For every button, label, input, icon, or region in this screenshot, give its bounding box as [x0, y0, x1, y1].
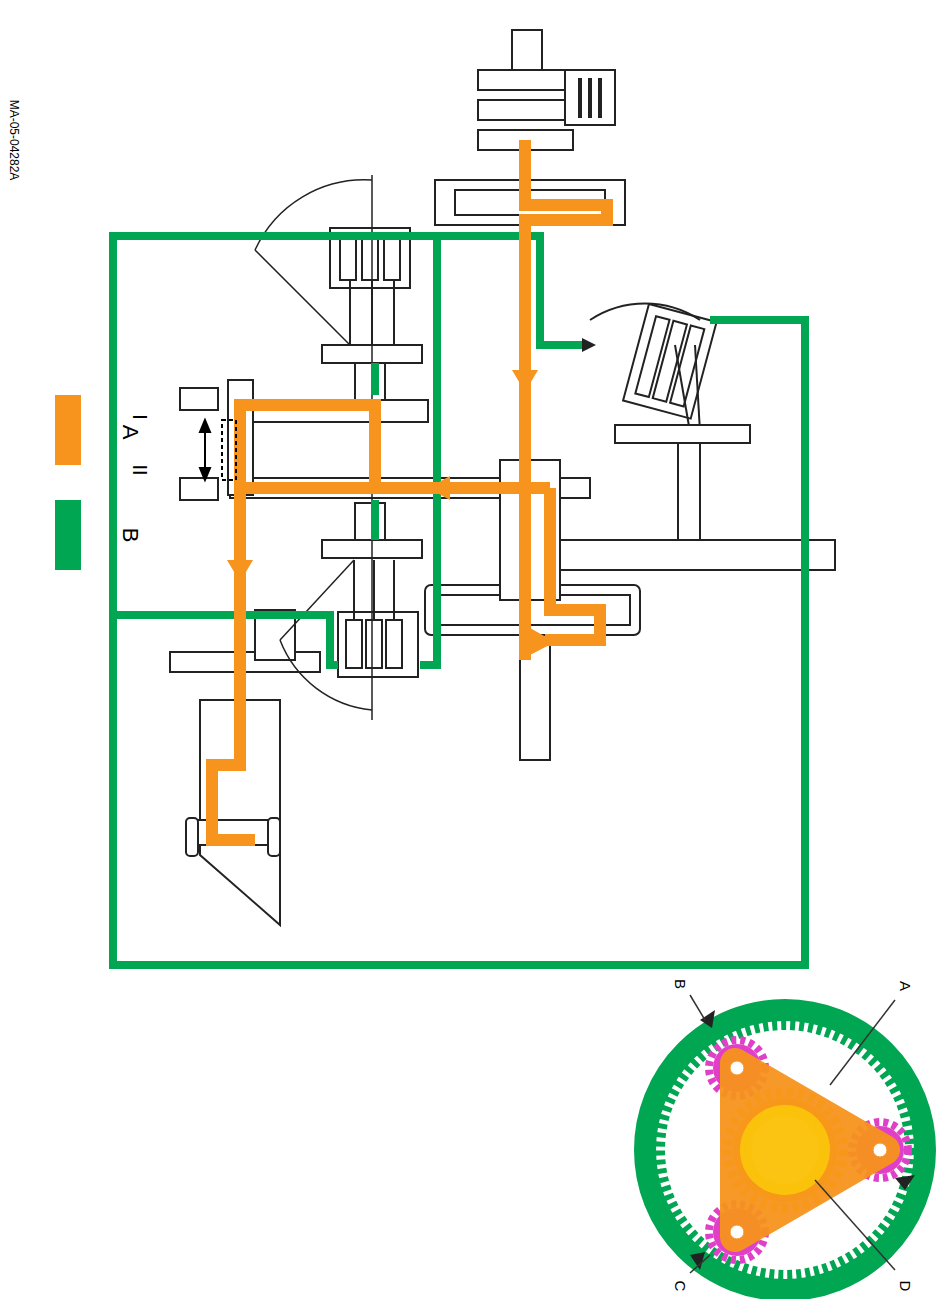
- callout-letter: B: [673, 979, 688, 989]
- callout-letter: C: [673, 1281, 688, 1292]
- legend-label: A: [119, 425, 141, 440]
- legend-label: B: [119, 528, 141, 543]
- callout-letter: D: [898, 1281, 913, 1292]
- legend-swatch: [55, 395, 81, 465]
- gear-position: II: [130, 464, 150, 475]
- callout-letter: A: [898, 981, 913, 991]
- figure-code: MA-05-04282A: [8, 100, 20, 181]
- gear-position: I: [130, 414, 150, 420]
- legend-swatch: [55, 500, 81, 570]
